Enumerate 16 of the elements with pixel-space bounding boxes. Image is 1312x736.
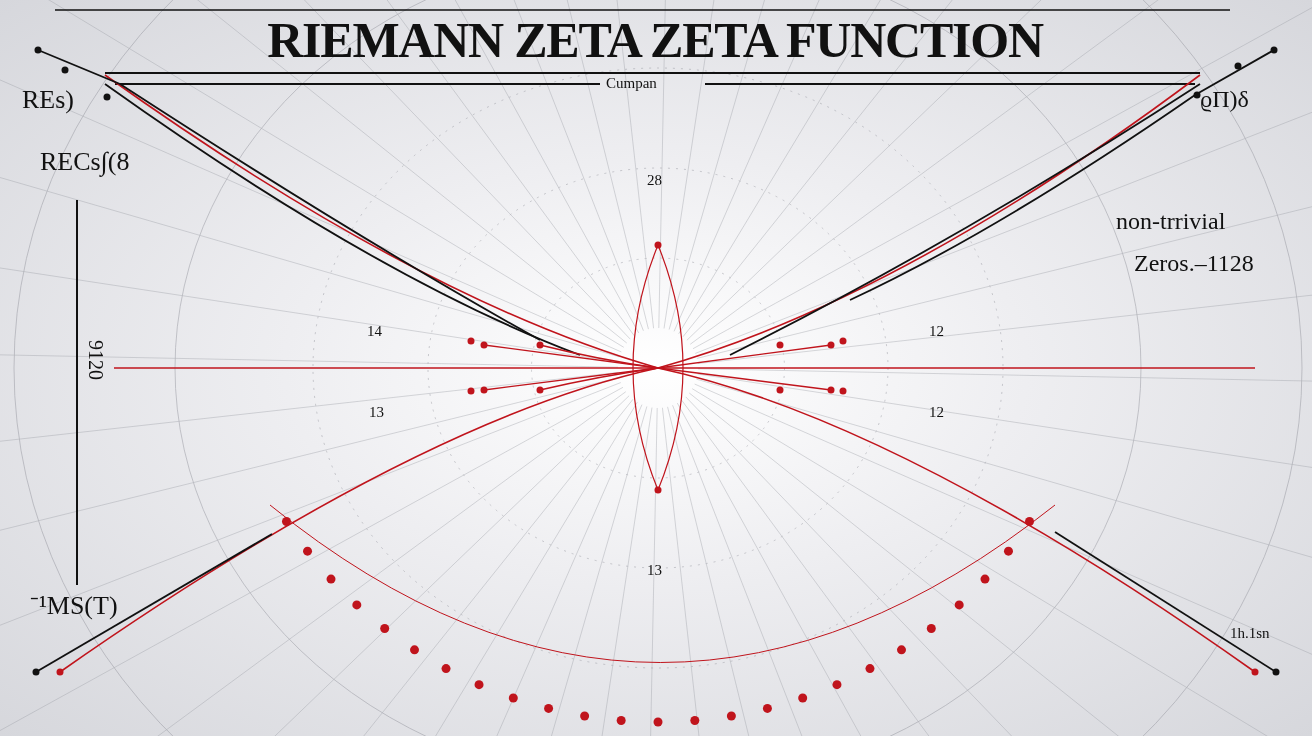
axis-label: 14 xyxy=(367,322,382,341)
axis-label: 12 xyxy=(929,322,944,341)
axis-label: 13 xyxy=(647,561,662,580)
axis-label: ⁻¹MS(T) xyxy=(30,590,118,622)
axis-label: ϱΠ)δ xyxy=(1200,85,1249,114)
axis-label: RECs∫(8 xyxy=(40,146,130,179)
rotated-label: 9120 xyxy=(84,340,108,380)
axis-label: 12 xyxy=(929,403,944,422)
title: RIEMANN ZETA ZETA FUNCTION xyxy=(266,12,1045,68)
axis-label: Zeros.–1128 xyxy=(1134,249,1254,278)
axis-label: 13 xyxy=(369,403,384,422)
axis-label: REs) xyxy=(22,84,74,116)
axis-label: 1h.1sn xyxy=(1230,624,1270,643)
axis-label: 28 xyxy=(647,171,662,190)
axis-label: non-trrivial xyxy=(1116,207,1226,236)
axis-label: Cumpan xyxy=(606,74,657,93)
